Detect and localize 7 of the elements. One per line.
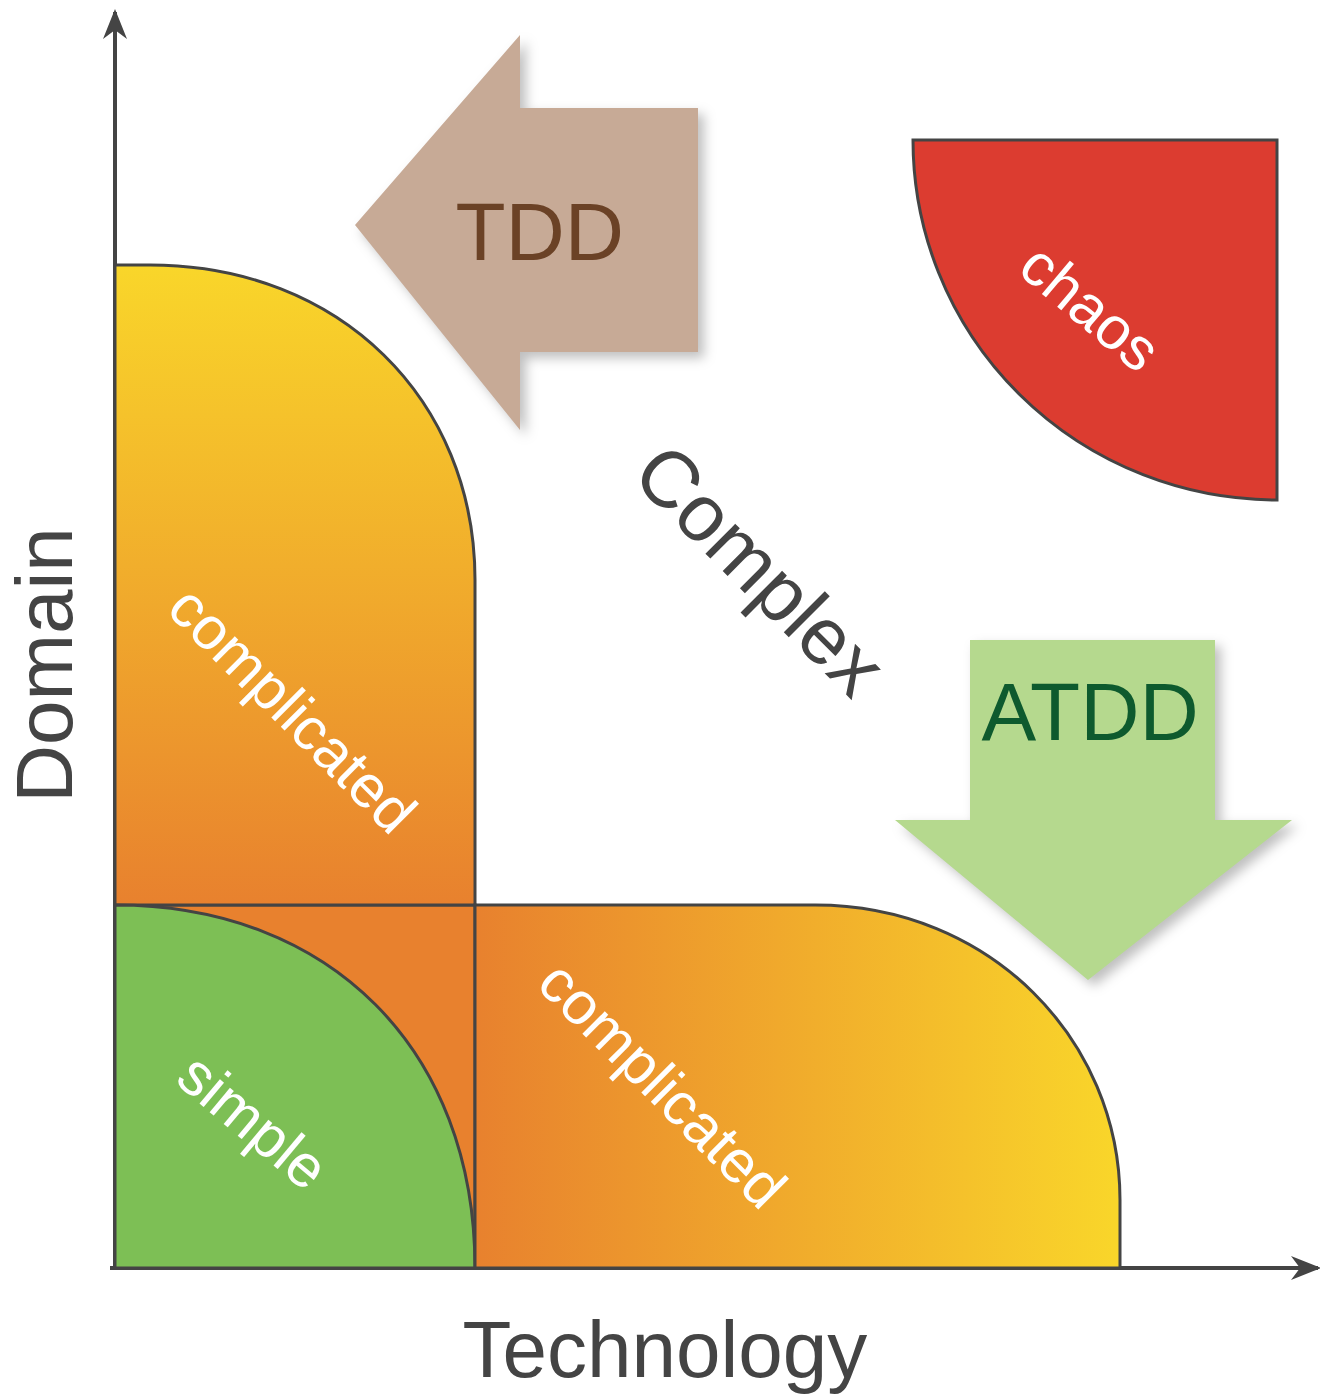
rounded-region [115,265,475,905]
axis-label: Domain [4,527,85,803]
left-arrow [355,35,700,431]
region-label: ATDD [981,671,1199,753]
down-arrow [895,640,1293,982]
rounded-region [475,905,1123,1268]
region-label: TDD [455,191,625,273]
